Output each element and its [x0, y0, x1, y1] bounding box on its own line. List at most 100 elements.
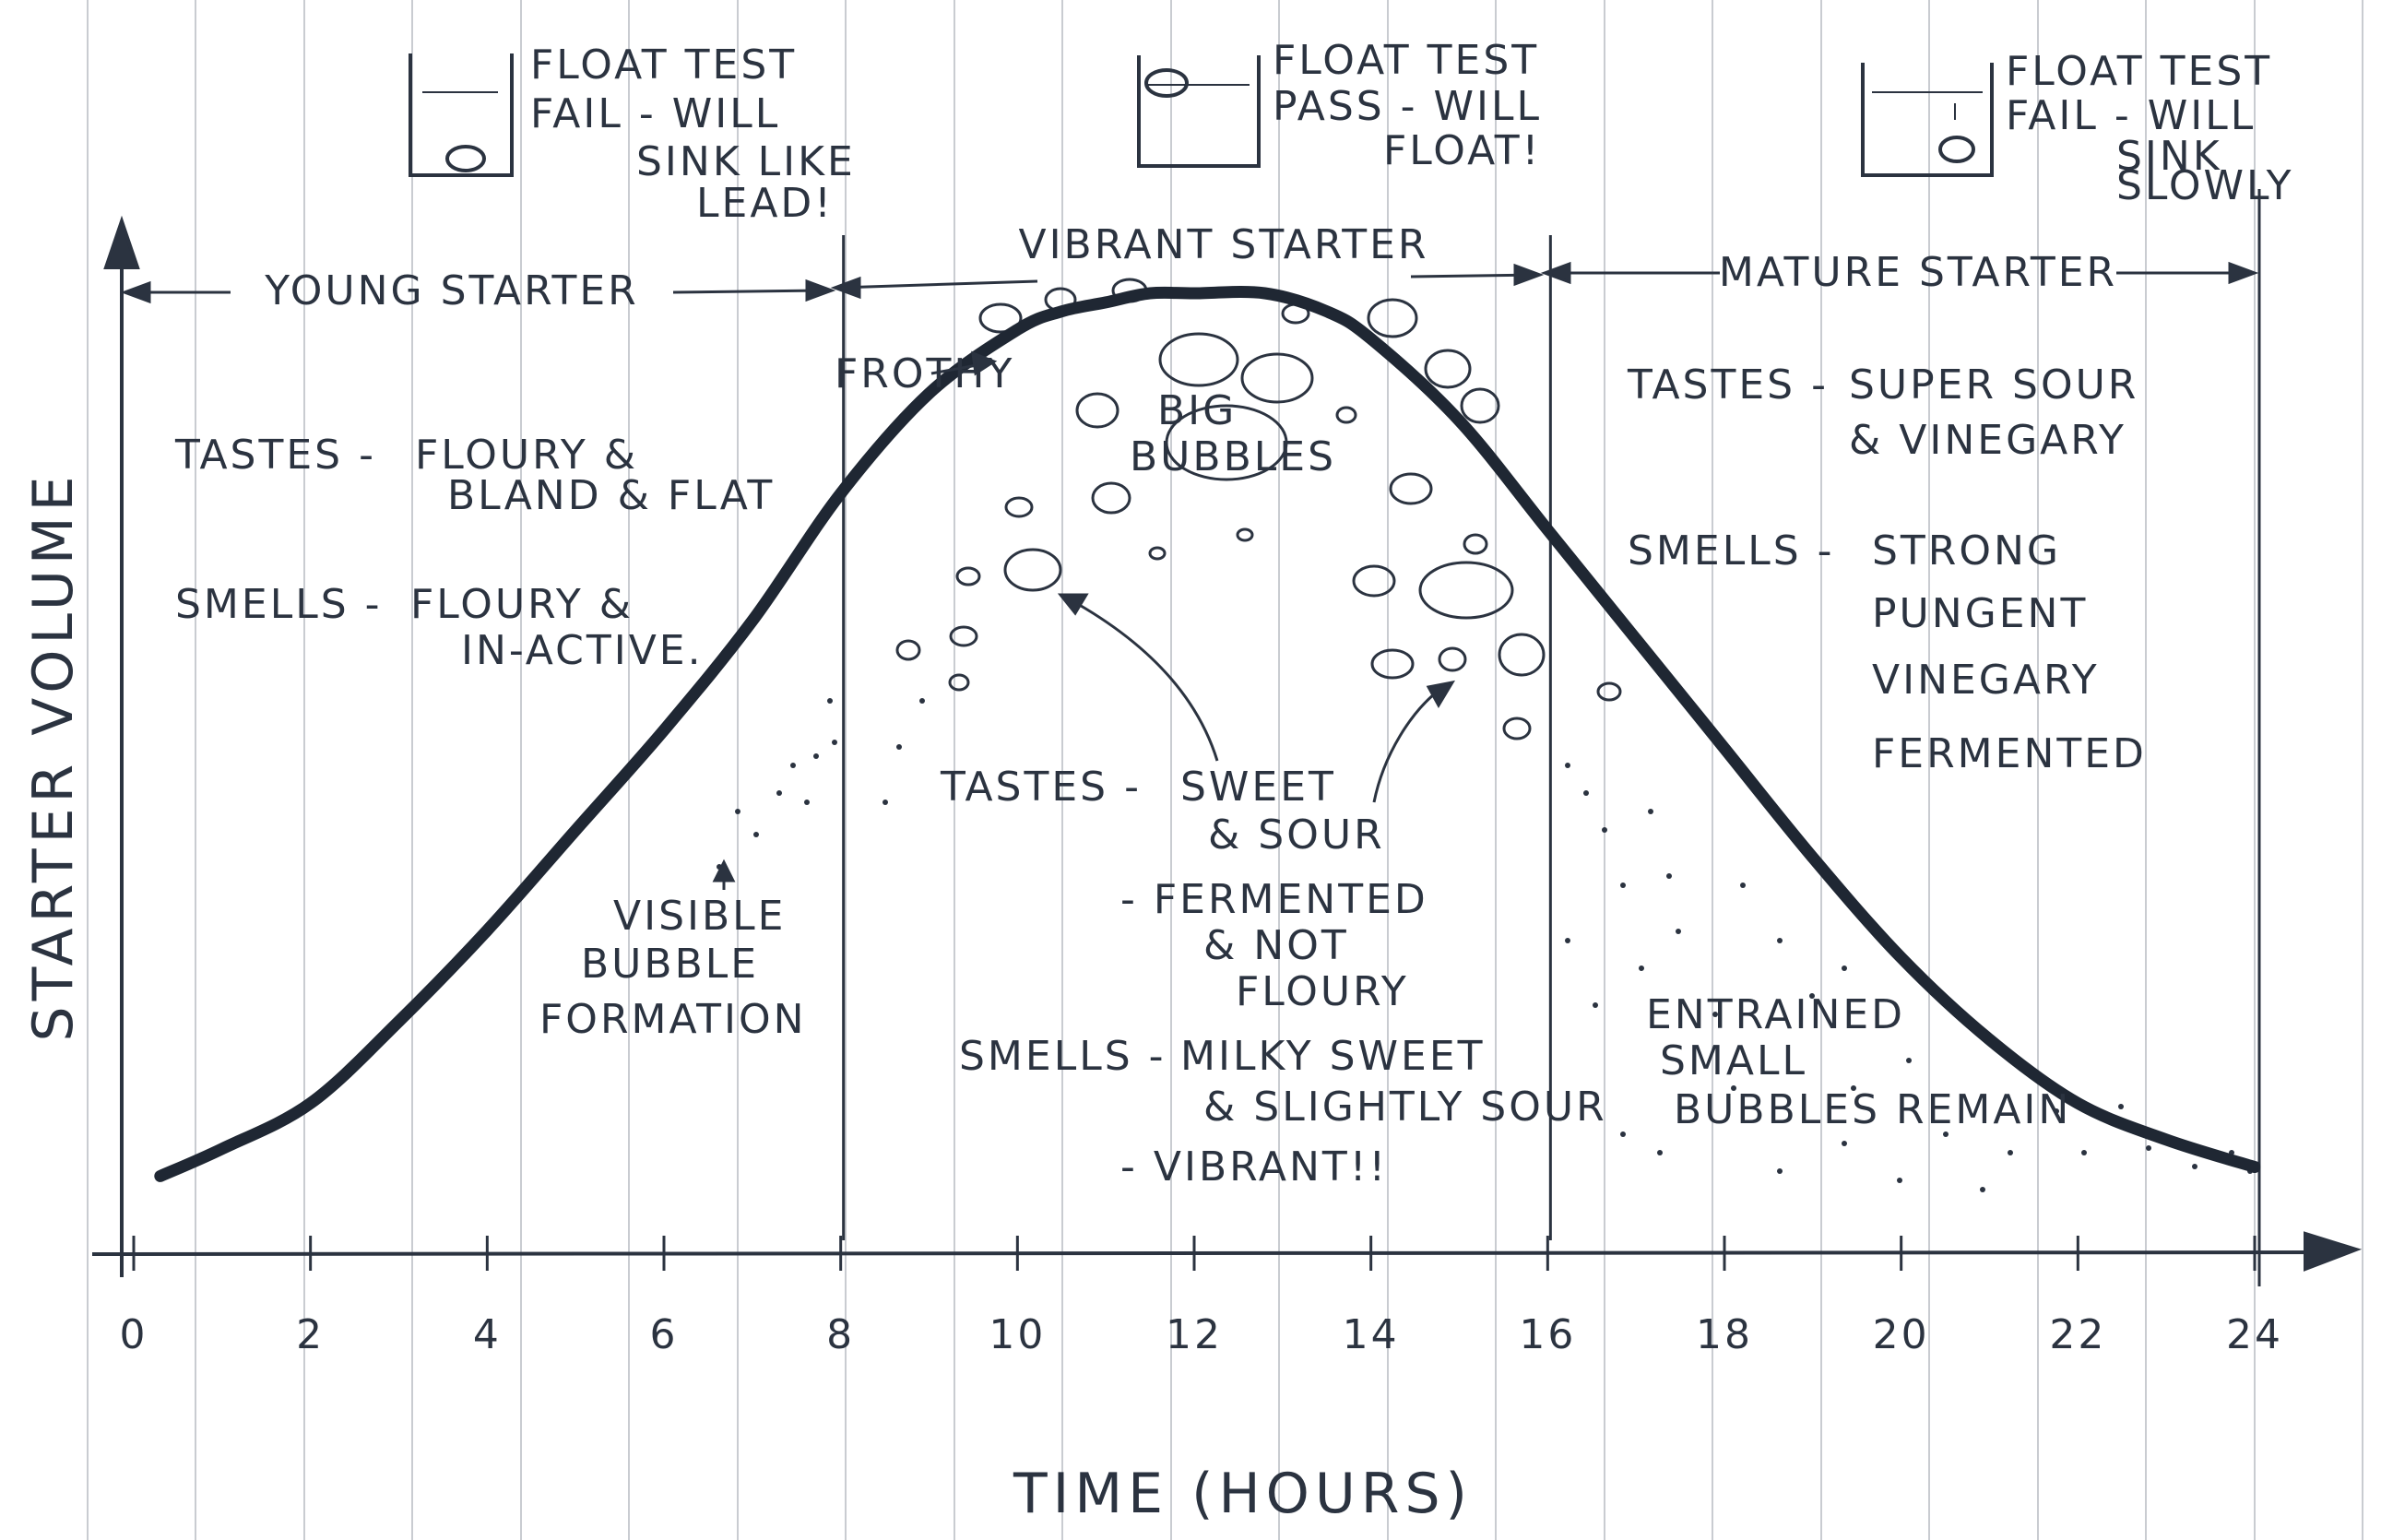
float-test-mature: FLOAT TEST FAIL - WILL SINK SLOWLY	[2006, 48, 2294, 209]
y-axis-title: STARTER VOLUME	[21, 470, 86, 1041]
young-tastes-line-1: FLOURY &	[415, 432, 638, 479]
x-tick-label-2: 2	[296, 1311, 325, 1358]
young-tastes-line-2: BLAND & FLAT	[447, 472, 775, 519]
mature-tastes-line-1: SUPER SOUR	[1849, 361, 2138, 409]
jar-young-icon	[409, 53, 514, 177]
entrained-line-3: BUBBLES REMAIN	[1674, 1086, 2071, 1133]
float-vibrant-line-2: PASS - WILL	[1273, 83, 1542, 130]
big-bubbles-label: BIG BUBBLES	[1130, 387, 1336, 480]
young-bracket-arrow-right	[805, 278, 836, 302]
float-mature-line-4: SLOWLY	[2116, 162, 2294, 209]
tastes-arrow-right	[1372, 685, 1444, 803]
entrained-line-2: SMALL	[1660, 1037, 1807, 1084]
young-smells: SMELLS - FLOURY & IN-ACTIVE.	[175, 581, 704, 674]
float-young-line-3: SINK LIKE	[636, 138, 856, 185]
young-tastes-label: TASTES -	[174, 432, 376, 479]
vibrant-tastes-label: TASTES -	[940, 764, 1142, 811]
visible-bubble-line-3: FORMATION	[539, 996, 807, 1043]
bubble-doodles	[895, 278, 1622, 740]
vibrant-bracket-left	[838, 279, 1038, 290]
x-tick-label-10: 10	[989, 1311, 1046, 1358]
entrained-label: ENTRAINED SMALL BUBBLES REMAIN	[1646, 991, 2071, 1133]
x-tick-label-6: 6	[650, 1311, 679, 1358]
frothy-arrowhead	[971, 350, 998, 376]
x-tick-label-24: 24	[2226, 1311, 2283, 1358]
vibrant-bracket-arrow-left	[830, 276, 861, 300]
phase-boundaries	[842, 189, 2261, 1286]
frothy-label: FROTHY	[835, 350, 1014, 397]
float-young-line-1: FLOAT TEST	[530, 41, 797, 89]
float-vibrant-line-1: FLOAT TEST	[1273, 37, 1539, 84]
mature-smells-line-2: PUNGENT	[1872, 590, 2088, 637]
float-mature-line-1: FLOAT TEST	[2006, 48, 2272, 95]
tastes-arrow-right-head	[1426, 680, 1456, 709]
mature-smells-label: SMELLS -	[1628, 527, 1835, 575]
x-axis-arrowhead	[2304, 1231, 2363, 1272]
mature-bracket-arrow-left	[1540, 261, 1571, 285]
entrained-line-1: ENTRAINED	[1646, 991, 1905, 1038]
mature-tastes: TASTES - SUPER SOUR & VINEGARY	[1627, 361, 2154, 464]
x-axis-title: TIME (HOURS)	[1013, 1462, 1473, 1526]
annotation-arrows	[712, 350, 1456, 890]
vibrant-bracket-arrow-right	[1513, 263, 1545, 287]
visible-bubble-line-1: VISIBLE	[613, 893, 786, 940]
mature-smells-line-4: FERMENTED	[1872, 730, 2147, 777]
vibrant-smells-line-1: MILKY SWEET	[1180, 1033, 1486, 1080]
x-tick-label-0: 0	[120, 1311, 148, 1358]
x-tick-label-12: 12	[1166, 1311, 1223, 1358]
chart-axes	[91, 215, 2363, 1277]
young-tastes: TASTES - FLOURY & BLAND & FLAT	[174, 432, 775, 519]
float-test-young: FLOAT TEST FAIL - WILL SINK LIKE LEAD!	[530, 41, 871, 227]
vibrant-smells-line-3: - VIBRANT!!	[1120, 1143, 1388, 1191]
young-smells-line-1: FLOURY &	[410, 581, 634, 628]
starter-volume-curve	[154, 286, 2261, 1182]
young-smells-line-2: IN-ACTIVE.	[461, 627, 704, 674]
young-smells-label: SMELLS -	[175, 581, 383, 628]
float-young-line-4: LEAD!	[696, 180, 834, 227]
paper-ruled-lines	[87, 0, 2363, 1540]
young-bracket-arrow-left	[120, 280, 151, 304]
x-tick-label-18: 18	[1696, 1311, 1753, 1358]
mature-smells: SMELLS - STRONG PUNGENT VINEGARY FERMENT…	[1628, 527, 2147, 777]
x-tick-label-8: 8	[826, 1311, 855, 1358]
phase-vibrant-name: VIBRANT STARTER	[1018, 221, 1428, 268]
x-tick-label-14: 14	[1343, 1311, 1400, 1358]
mature-smells-line-3: VINEGARY	[1872, 657, 2100, 704]
phase-young-name: YOUNG STARTER	[264, 267, 638, 314]
visible-bubble-arrowhead	[712, 859, 736, 883]
mature-tastes-label: TASTES -	[1627, 361, 1829, 409]
mature-tastes-line-2: & VINEGARY	[1849, 417, 2126, 464]
mature-smells-line-1: STRONG	[1872, 527, 2061, 575]
vibrant-tastes-line-5: FLOURY	[1236, 968, 1409, 1015]
big-bubbles-line-2: BUBBLES	[1130, 433, 1336, 480]
vibrant-tastes: TASTES - SWEET & SOUR - FERMENTED & NOT …	[940, 764, 1444, 1015]
vibrant-smells: SMELLS - MILKY SWEET & SLIGHTLY SOUR - V…	[959, 1033, 1623, 1191]
float-young-line-2: FAIL - WILL	[530, 90, 780, 137]
vibrant-smells-line-2: & SLIGHTLY SOUR	[1203, 1084, 1607, 1131]
x-axis-line	[91, 1250, 2334, 1256]
float-test-vibrant: FLOAT TEST PASS - WILL FLOAT!	[1273, 37, 1558, 174]
small-bubble-dots	[717, 698, 2253, 1192]
vibrant-tastes-line-4: & NOT	[1203, 922, 1349, 969]
x-tick-label-22: 22	[2049, 1311, 2106, 1358]
young-bracket-right	[672, 289, 826, 294]
tastes-arrow-left-head	[1057, 593, 1089, 616]
vibrant-tastes-line-1: SWEET	[1180, 764, 1336, 811]
x-tick-label-20: 20	[1873, 1311, 1930, 1358]
float-mature-line-2: FAIL - WILL	[2006, 92, 2256, 139]
float-mature-line-3: SINK	[2116, 133, 2222, 180]
y-axis-arrowhead	[103, 215, 140, 269]
float-vibrant-line-3: FLOAT!	[1383, 127, 1541, 174]
x-tick-label-4: 4	[473, 1311, 502, 1358]
vibrant-tastes-line-3: - FERMENTED	[1120, 876, 1428, 923]
phase-mature-name: MATURE STARTER	[1719, 249, 2117, 296]
jar-mature-icon	[1861, 63, 1994, 177]
vibrant-smells-label: SMELLS -	[959, 1033, 1167, 1080]
visible-bubble-label: VISIBLE BUBBLE FORMATION	[539, 893, 807, 1043]
big-bubbles-line-1: BIG	[1157, 387, 1237, 434]
phase-brackets	[120, 261, 2259, 304]
visible-bubble-line-2: BUBBLE	[581, 941, 759, 988]
x-tick-label-16: 16	[1519, 1311, 1576, 1358]
plot-area	[154, 286, 2261, 1182]
